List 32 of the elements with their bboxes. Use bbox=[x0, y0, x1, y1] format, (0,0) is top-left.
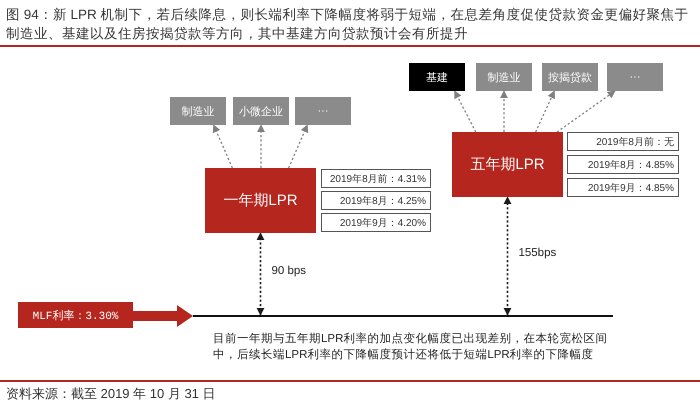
rate-value-box: 2019年8月前：4.31% bbox=[321, 169, 431, 188]
figure-title: 图 94：新 LPR 机制下，若后续降息，则长端利率下降幅度将弱于短端，在息差角度促使贷款资金更偏好聚焦于制造业、基建以及住房按揭贷款等方向，其中基建方向贷款预计会有所提升 bbox=[6, 6, 690, 43]
sector-tag: 基建 bbox=[409, 63, 465, 91]
arrow bbox=[500, 90, 508, 132]
sector-tag: 按揭贷款 bbox=[542, 63, 598, 91]
sector-tag: ··· bbox=[607, 63, 663, 91]
arrow bbox=[133, 305, 193, 327]
arrow bbox=[212, 124, 233, 168]
rate-value-box: 2019年9月：4.85% bbox=[567, 178, 679, 197]
rate-value-box: 2019年8月：4.85% bbox=[567, 155, 679, 174]
arrow bbox=[257, 124, 265, 168]
arrow bbox=[535, 90, 556, 132]
arrow bbox=[256, 232, 264, 316]
source-note: 资料来源：截至 2019 年 10 月 31 日 bbox=[6, 385, 216, 403]
edge-label: 155bps bbox=[516, 247, 558, 259]
sector-tag: 小微企业 bbox=[233, 97, 289, 125]
arrow bbox=[288, 124, 308, 168]
arrow bbox=[504, 196, 512, 316]
sector-tag: ··· bbox=[295, 97, 351, 125]
rate-value-box: 2019年8月：4.25% bbox=[321, 191, 431, 210]
rate-value-box: 2019年8月前：无 bbox=[567, 132, 679, 151]
baseline-rule bbox=[193, 315, 613, 317]
arrow bbox=[556, 90, 616, 133]
rate-value-box: 2019年9月：4.20% bbox=[321, 213, 431, 232]
mlf-rate-box: MLF利率：3.30% bbox=[18, 302, 133, 328]
lpr-rate-box: 一年期LPR bbox=[205, 168, 316, 233]
annotation-text: 目前一年期与五年期LPR利率的加点变化幅度已出现差别，在本轮宽松区间中，后续长端LPR利率的下降幅度预计还将低于短端LPR利率的下降幅度 bbox=[213, 331, 608, 363]
lpr-rate-box: 五年期LPR bbox=[452, 132, 563, 197]
sector-tag: 制造业 bbox=[170, 97, 226, 125]
arrow bbox=[454, 90, 476, 132]
sector-tag: 制造业 bbox=[476, 63, 532, 91]
edge-label: 90 bps bbox=[270, 265, 308, 277]
